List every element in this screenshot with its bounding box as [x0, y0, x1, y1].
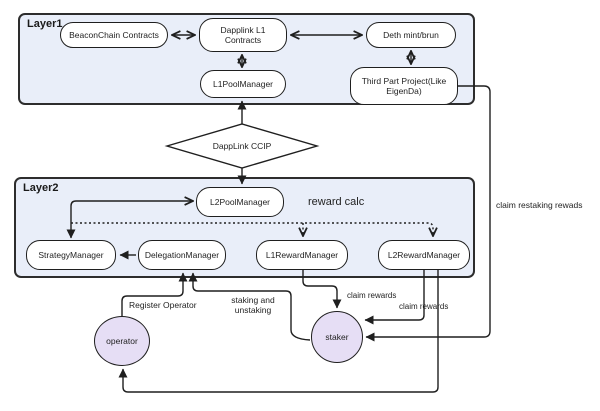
- edge-operator-delegation: [121, 272, 188, 316]
- edge-l2reward-staker: [364, 270, 425, 325]
- actor-staker: staker: [311, 311, 363, 363]
- label-claim-rewards-l1: claim rewards: [347, 291, 397, 300]
- node-l1rewardmanager: L1RewardManager: [256, 240, 348, 270]
- ccip-diamond-shape: [164, 123, 320, 169]
- edge-staker-delegation: [188, 272, 311, 341]
- node-dapplink-ccip: DappLink CCIP: [212, 141, 272, 151]
- edge-l2reward-operator: [118, 270, 439, 393]
- layer1-label: Layer1: [27, 18, 63, 30]
- layer2-label: Layer2: [23, 182, 59, 194]
- label-claim-rewards-l2: claim rewards: [399, 302, 449, 311]
- edge-thirdparty-staker: [365, 85, 491, 342]
- node-third-party-project: Third Part Project(Like EigenDa): [350, 67, 458, 105]
- node-l1poolmanager: L1PoolManager: [200, 70, 286, 98]
- edge-l1reward-staker: [302, 270, 342, 309]
- node-l2rewardmanager: L2RewardManager: [378, 240, 470, 270]
- node-strategymanager: StrategyManager: [26, 240, 116, 270]
- edge-strategy-l2pool: [71, 201, 193, 238]
- node-l2poolmanager: L2PoolManager: [196, 187, 284, 217]
- edge-rewardcalc-l2reward: [71, 222, 433, 236]
- label-register-operator: Register Operator: [129, 300, 197, 310]
- node-beaconchain-contracts: BeaconChain Contracts: [60, 22, 168, 48]
- node-dapplink-l1-contracts: Dapplink L1 Contracts: [199, 18, 287, 52]
- label-staking-and-unstaking: staking and unstaking: [231, 295, 275, 315]
- label-reward-calc: reward calc: [308, 196, 365, 208]
- node-delegationmanager: DelegationManager: [138, 240, 226, 270]
- actor-operator: operator: [94, 316, 150, 366]
- label-claim-restaking-rewards: claim restaking rewads: [496, 200, 583, 210]
- node-deth-mint-burn: Deth mint/brun: [366, 22, 456, 48]
